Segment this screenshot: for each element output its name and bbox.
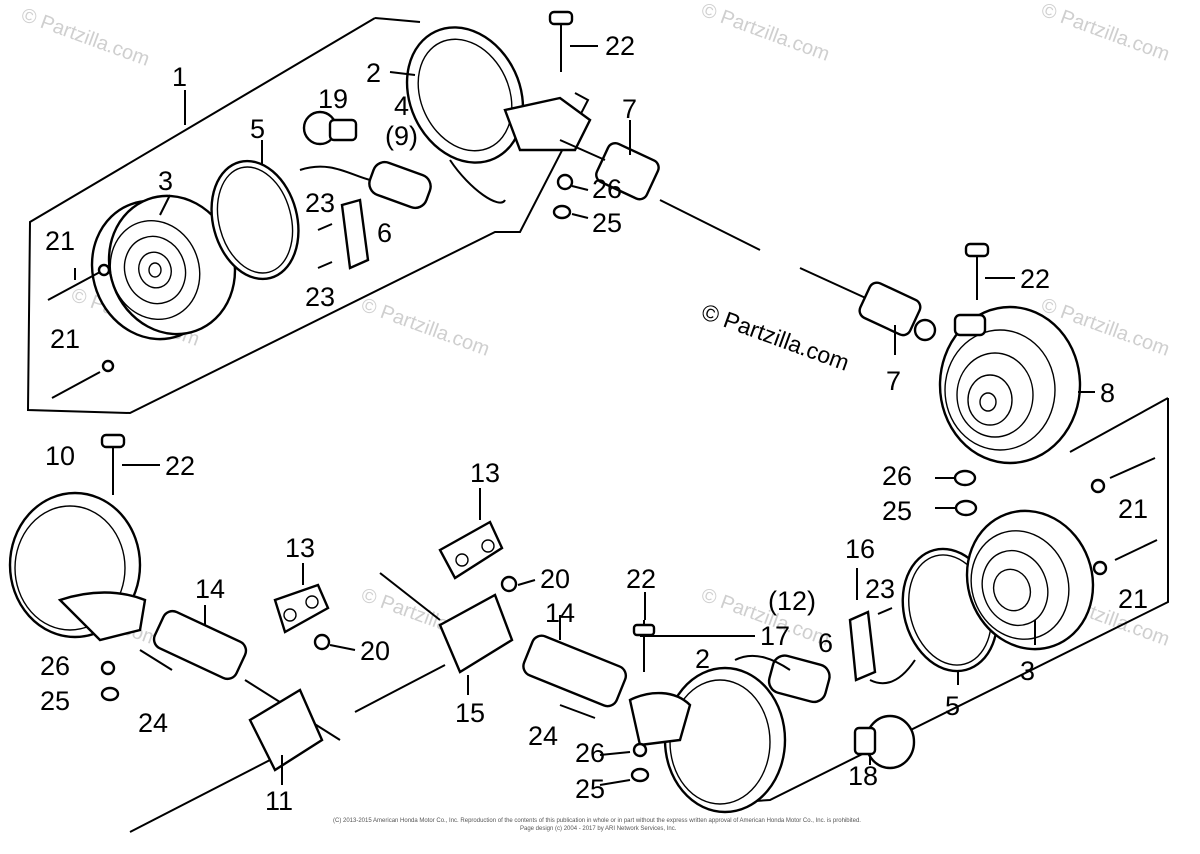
screw-23-lower [877,607,893,615]
callout-25: 25 [575,774,605,804]
watermark: © Partzilla.com [18,4,152,71]
housing-lens-8 [938,305,1082,465]
callout-3: 3 [1020,656,1035,686]
gasket-5-upper [210,159,300,281]
copyright-line-2: Page design (c) 2004 - 2017 by ARI Netwo… [520,826,677,832]
callout-5: 5 [945,691,960,721]
callout-7: 7 [622,94,637,124]
callout-22: 22 [165,451,195,481]
callout-14: 14 [545,598,575,628]
watermark: © Partzilla.com [698,0,832,66]
callout-10: 10 [45,441,75,471]
bolt-22-upper [548,10,574,72]
callout-21: 21 [50,324,80,354]
socket-9 [299,160,432,210]
callout-22: 22 [1020,264,1050,294]
bolt-22-left [100,433,126,495]
bulb-18 [853,714,916,770]
callout-26: 26 [592,174,622,204]
callout-21: 21 [1118,494,1148,524]
copyright-line-1: (C) 2013-2015 American Honda Motor Co., … [333,818,861,824]
nut-20-left [313,633,331,651]
callout-19: 19 [318,84,348,114]
plate-13-center [438,520,504,580]
lens-3-upper [90,194,237,341]
callout-25: 25 [40,686,70,716]
callout-12: (12) [768,586,816,616]
callout-22: 22 [626,564,656,594]
bolt-22-right [964,242,990,300]
stem-7-right [799,267,937,342]
callout-4: 4 [394,91,409,121]
screws-21-upper [47,263,115,399]
callout-22: 22 [605,31,635,61]
callout-6: 6 [818,628,833,658]
callout-14: 14 [195,574,225,604]
bulb-19 [302,110,358,146]
plate-13-left [273,583,330,634]
housing-2-upper [405,26,592,204]
callout-24: 24 [138,708,168,738]
stem-7-upper [552,139,761,251]
callout-24: 24 [528,721,558,751]
screws-21-lower [1090,457,1158,576]
housing-10 [8,491,147,642]
callout-23: 23 [305,188,335,218]
callout-11: 11 [265,786,293,816]
socket-17 [734,654,831,704]
stem-14-center [522,634,628,719]
callout-26: 26 [882,461,912,491]
callout-5: 5 [250,114,265,144]
callout-20: 20 [540,564,570,594]
callout-17: 17 [760,621,790,651]
watermark: © Partzilla.com [358,294,492,361]
nut-26-right [953,469,977,487]
callout-8: 8 [1100,378,1115,408]
callout-1: 1 [172,62,187,92]
copyright: (C) 2013-2015 American Honda Motor Co., … [333,818,861,832]
leader-lines [74,45,1095,786]
washer-25-right [954,499,978,517]
callout-2: 2 [695,644,710,674]
callout-2: 2 [366,58,381,88]
callout-23: 23 [865,574,895,604]
callout-26: 26 [575,738,605,768]
center-watermark: © Partzilla.com [698,298,853,375]
callouts: 1 2 4 19 5 3 (9) 21 21 23 23 6 22 7 26 2… [40,31,1148,816]
plate-11 [129,688,324,833]
callout-23: 23 [305,282,335,312]
bolt-22-center [632,620,656,672]
callout-13: 13 [285,533,315,563]
callout-25: 25 [882,496,912,526]
callout-13: 13 [470,458,500,488]
screws-23-upper [317,223,333,269]
callout-18: 18 [848,761,878,791]
callout-9: (9) [385,121,418,151]
bracket-6-upper [340,198,370,270]
lens-3-lower [965,509,1095,651]
callout-21: 21 [45,226,75,256]
callout-3: 3 [158,166,173,196]
callout-6: 6 [377,218,392,248]
callout-26: 26 [40,651,70,681]
callout-20: 20 [360,636,390,666]
callout-21: 21 [1118,584,1148,614]
watermark: © Partzilla.com [1038,0,1172,66]
callout-7: 7 [886,366,901,396]
plate-15 [354,572,514,713]
callout-15: 15 [455,698,485,728]
bracket-6-lower [848,610,916,685]
callout-25: 25 [592,208,622,238]
housing-2-lower [628,666,787,814]
nut-20-center [500,575,518,593]
callout-16: 16 [845,534,875,564]
